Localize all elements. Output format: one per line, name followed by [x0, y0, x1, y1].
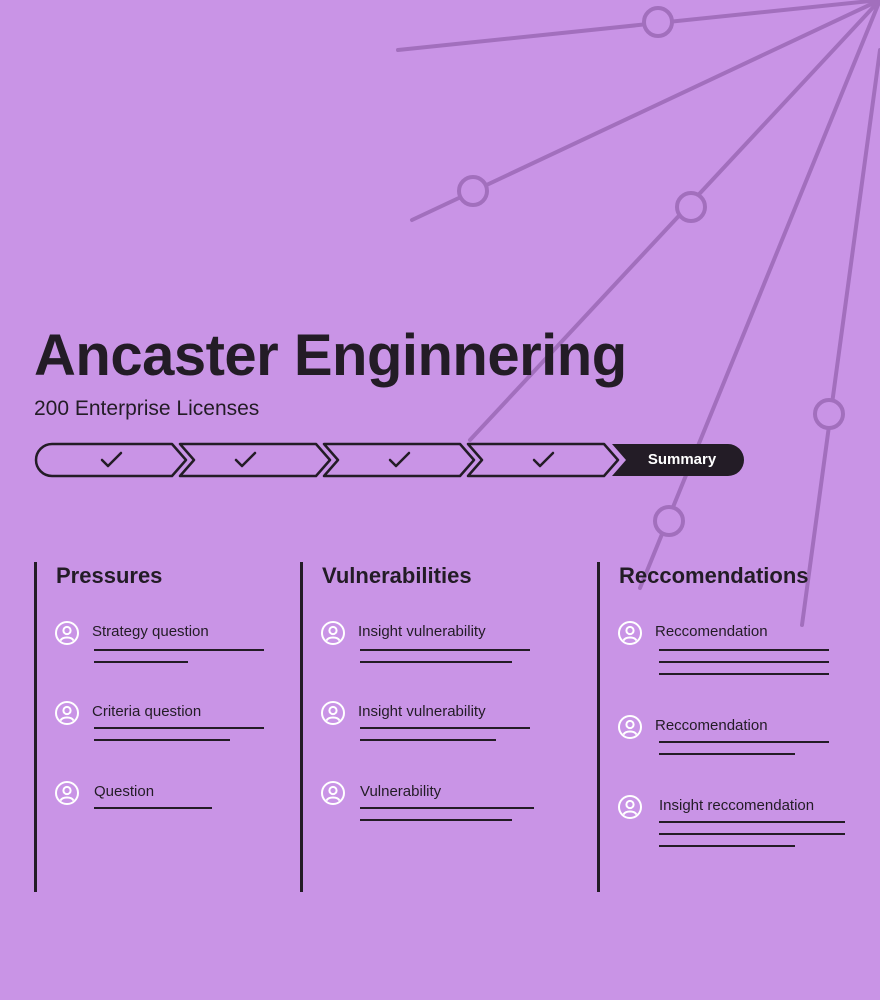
column-title: Pressures — [56, 563, 163, 588]
step-5-summary[interactable] — [612, 444, 744, 476]
column-divider — [300, 562, 303, 892]
text-placeholder-line — [360, 727, 530, 729]
progress-stepper — [34, 442, 744, 478]
step-3[interactable] — [322, 442, 476, 478]
list-item-label: Question — [94, 783, 155, 800]
text-placeholder-line — [94, 739, 230, 741]
user-icon — [321, 781, 345, 805]
user-icon — [618, 715, 642, 739]
page-title: Ancaster Enginnering — [34, 323, 627, 388]
page-subtitle: 200 Enterprise Licenses — [34, 397, 260, 420]
text-placeholder-line — [659, 741, 829, 743]
text-placeholder-line — [659, 673, 829, 675]
reccomendations-column: Reccomendations Reccomendation Reccomend… — [597, 562, 857, 892]
check-icon — [234, 451, 257, 468]
user-icon — [55, 701, 79, 725]
list-item-label: Vulnerability — [360, 783, 442, 800]
list-item-label: Reccomendation — [655, 717, 768, 734]
list-item-label: Criteria question — [92, 703, 202, 720]
list-item-label: Insight vulnerability — [358, 703, 486, 720]
text-placeholder-line — [360, 807, 534, 809]
step-4[interactable] — [466, 442, 620, 478]
text-placeholder-line — [360, 661, 512, 663]
text-placeholder-line — [360, 819, 512, 821]
column-title: Reccomendations — [619, 563, 809, 588]
text-placeholder-line — [94, 661, 188, 663]
text-placeholder-line — [659, 753, 795, 755]
text-placeholder-line — [659, 661, 829, 663]
check-icon — [532, 451, 555, 468]
text-placeholder-line — [659, 649, 829, 651]
column-divider — [34, 562, 37, 892]
user-icon — [55, 781, 79, 805]
text-placeholder-line — [94, 649, 264, 651]
step-summary-label[interactable]: Summary — [647, 451, 717, 468]
text-placeholder-line — [659, 821, 845, 823]
column-divider — [597, 562, 600, 892]
user-icon — [321, 621, 345, 645]
list-item-label: Reccomendation — [655, 623, 768, 640]
text-placeholder-line — [94, 727, 264, 729]
list-item-label: Strategy question — [92, 623, 209, 640]
list-item-label: Insight reccomendation — [659, 797, 815, 814]
list-item-label: Insight vulnerability — [358, 623, 486, 640]
column-title: Vulnerabilities — [322, 563, 472, 588]
text-placeholder-line — [94, 807, 212, 809]
text-placeholder-line — [360, 739, 496, 741]
check-icon — [388, 451, 411, 468]
step-1[interactable] — [34, 442, 188, 478]
pressures-column: Pressures Strategy question Criteria que… — [34, 562, 284, 892]
step-2[interactable] — [178, 442, 332, 478]
vulnerabilities-column: Vulnerabilities Insight vulnerability In… — [300, 562, 560, 892]
user-icon — [618, 621, 642, 645]
text-placeholder-line — [360, 649, 530, 651]
text-placeholder-line — [659, 845, 795, 847]
check-icon — [100, 451, 123, 468]
user-icon — [55, 621, 79, 645]
user-icon — [321, 701, 345, 725]
text-placeholder-line — [659, 833, 845, 835]
user-icon — [618, 795, 642, 819]
